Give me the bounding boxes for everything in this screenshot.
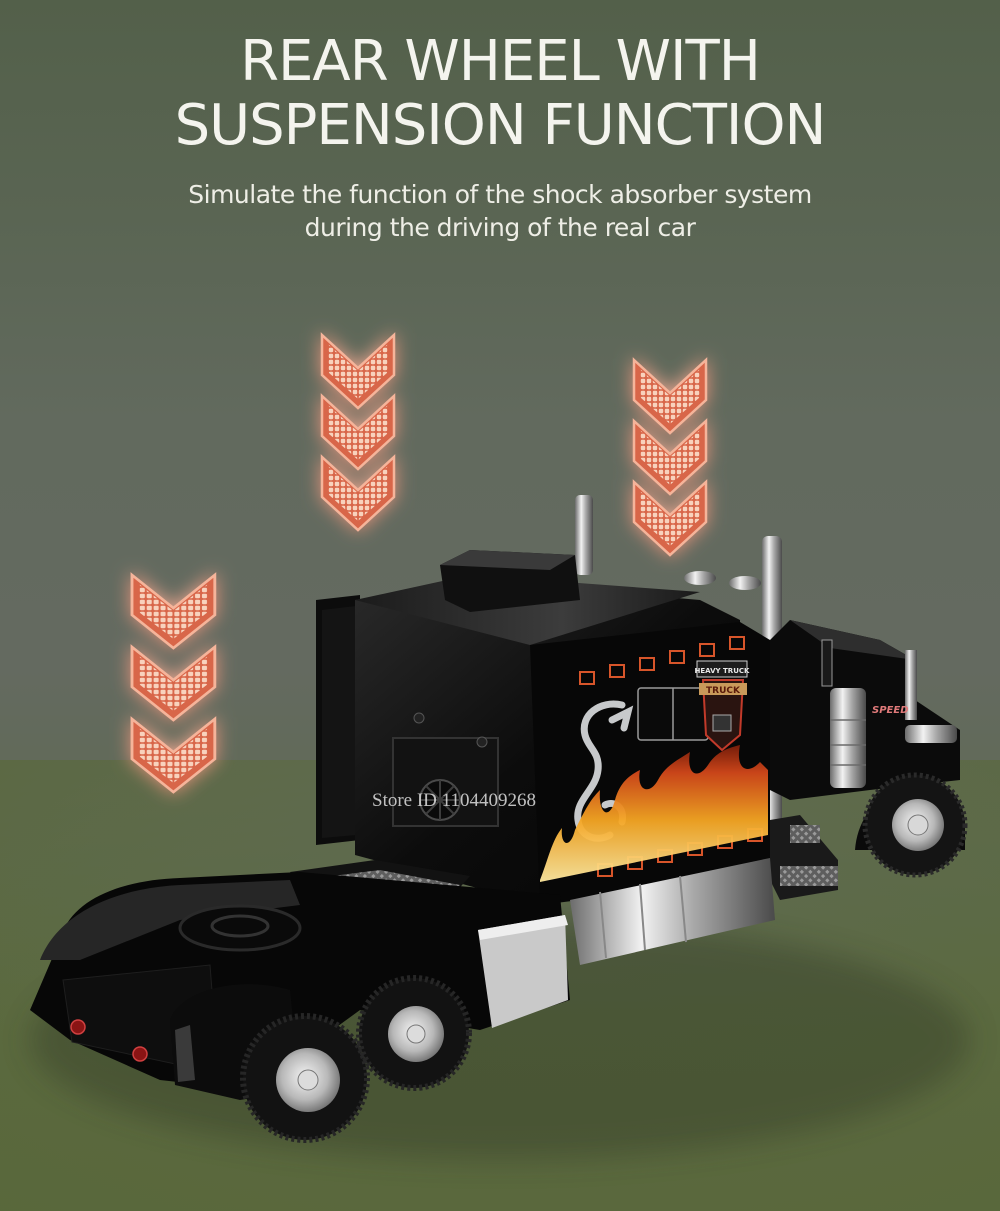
heavy-truck-emblem: HEAVY TRUCK TRUCK [695, 660, 750, 752]
chevron-stack-right [632, 358, 708, 557]
exhaust-stack-left [575, 495, 593, 575]
chevron-stack-left [130, 573, 217, 794]
svg-text:TRUCK: TRUCK [706, 686, 741, 696]
chevron-down-icon [130, 573, 217, 650]
store-id-watermark: Store ID 1104409268 [372, 790, 536, 811]
chevron-down-icon [320, 333, 396, 410]
subheadline-line-2: during the driving of the real car [304, 213, 696, 242]
rear-wheel-2 [356, 975, 472, 1091]
tail-light [70, 1019, 86, 1035]
subheadline: Simulate the function of the shock absor… [0, 178, 1000, 244]
svg-text:SPEED: SPEED [872, 705, 909, 716]
chevron-down-icon [130, 645, 217, 722]
toy-truck: HEAVY TRUCK TRUCK [30, 495, 968, 1143]
chevron-stack-center [320, 333, 396, 532]
headline: REAR WHEEL WITH SUSPENSION FUNCTION [0, 30, 1000, 158]
front-wheel [855, 772, 968, 878]
air-cleaner [830, 688, 866, 788]
headline-line-2: SUSPENSION FUNCTION [174, 93, 827, 158]
chevron-down-icon [632, 358, 708, 435]
svg-text:HEAVY TRUCK: HEAVY TRUCK [695, 667, 750, 675]
fuel-tank [570, 858, 775, 965]
tail-light [132, 1046, 148, 1062]
rear-wheel-1 [240, 1013, 370, 1143]
chevron-down-icon [130, 717, 217, 794]
headline-line-1: REAR WHEEL WITH [240, 29, 761, 94]
flame-decal [540, 745, 768, 882]
subheadline-line-1: Simulate the function of the shock absor… [188, 180, 812, 209]
marker-lights-top [579, 636, 745, 685]
